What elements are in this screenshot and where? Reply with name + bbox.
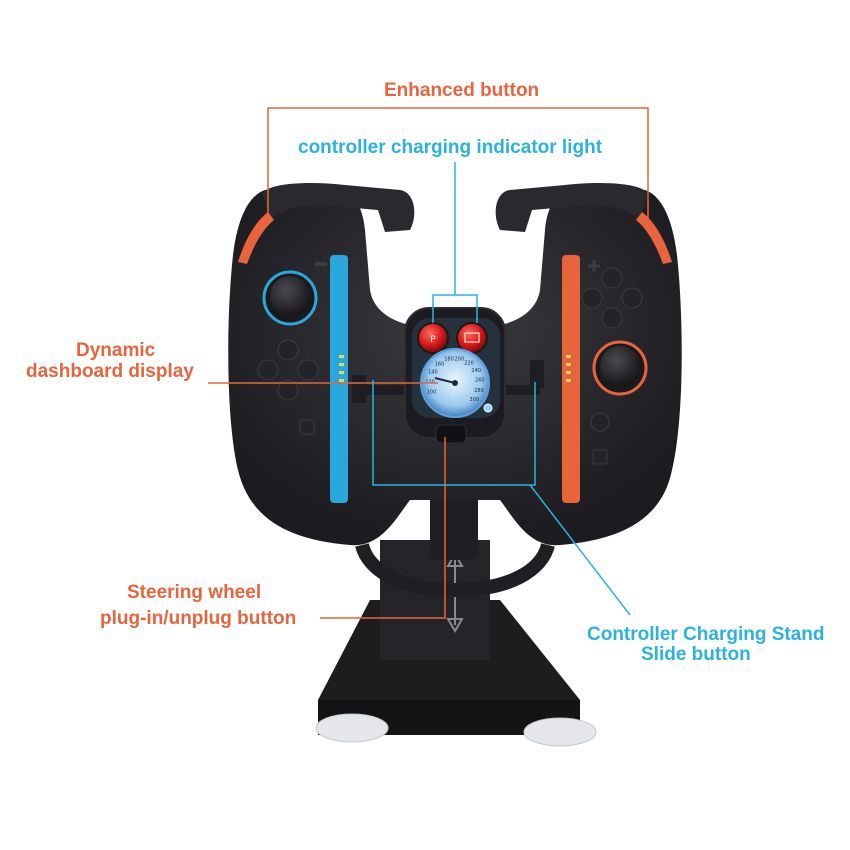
left-capture-button[interactable] (299, 419, 315, 435)
gauge-tick-label: 140 (428, 369, 438, 375)
stand-label-line1: Controller Charging Stand (587, 624, 825, 645)
gauge-tick-label: 300 (469, 397, 479, 403)
gauge-tick-label: 160 (435, 361, 445, 367)
dashboard-label-line1: Dynamic (76, 340, 156, 361)
right-horn (495, 183, 648, 232)
right-suction-cup (523, 717, 597, 747)
left-charging-indicator-light: P (417, 322, 449, 354)
gauge-tick-label: 180 (444, 357, 454, 363)
svg-text:P: P (430, 335, 436, 345)
right-joystick[interactable] (592, 340, 648, 396)
minus-button[interactable] (315, 262, 327, 266)
steering-label-line2: plug-in/unplug button (100, 608, 297, 629)
right-charging-indicator-light (456, 322, 488, 354)
dashboard-label-line2: dashboard display (26, 361, 194, 382)
steering-label-line1: Steering wheel (127, 582, 262, 603)
bottom-handle (355, 542, 555, 598)
enhanced-button-leader (267, 107, 649, 222)
plus-button[interactable] (588, 260, 600, 272)
gauge-tick-label: 220 (464, 360, 474, 366)
left-led-dots (339, 355, 344, 382)
right-square-button[interactable] (592, 449, 608, 465)
left-suction-cup (315, 713, 389, 743)
charging-light-leader (432, 162, 478, 323)
right-face-buttons[interactable] (581, 267, 643, 329)
stand-label-line2: Slide button (641, 644, 751, 665)
right-enhanced-button[interactable] (636, 212, 672, 264)
left-direction-buttons[interactable] (257, 339, 319, 401)
steering-plug-leader (320, 437, 446, 619)
left-horn (262, 183, 415, 232)
home-button[interactable] (590, 412, 610, 432)
charging-indicator-label: controller charging indicator light (298, 137, 603, 158)
gauge-tick-label: 240 (471, 368, 481, 374)
gauge-tick-label: 260 (475, 378, 485, 384)
steering-plug-button[interactable] (435, 424, 467, 444)
right-led-dots (566, 355, 571, 382)
enhanced-button-label: Enhanced button (384, 80, 540, 101)
gauge-tick-label: 100 (427, 390, 437, 396)
left-joystick[interactable] (262, 270, 318, 326)
left-enhanced-button[interactable] (238, 212, 274, 264)
hub-small-light (483, 403, 493, 413)
gauge-tick-label: 280 (474, 388, 484, 394)
stand-slide-leader (372, 380, 631, 616)
stand-base (318, 540, 580, 735)
gauge-tick-label: 200 (455, 356, 465, 362)
